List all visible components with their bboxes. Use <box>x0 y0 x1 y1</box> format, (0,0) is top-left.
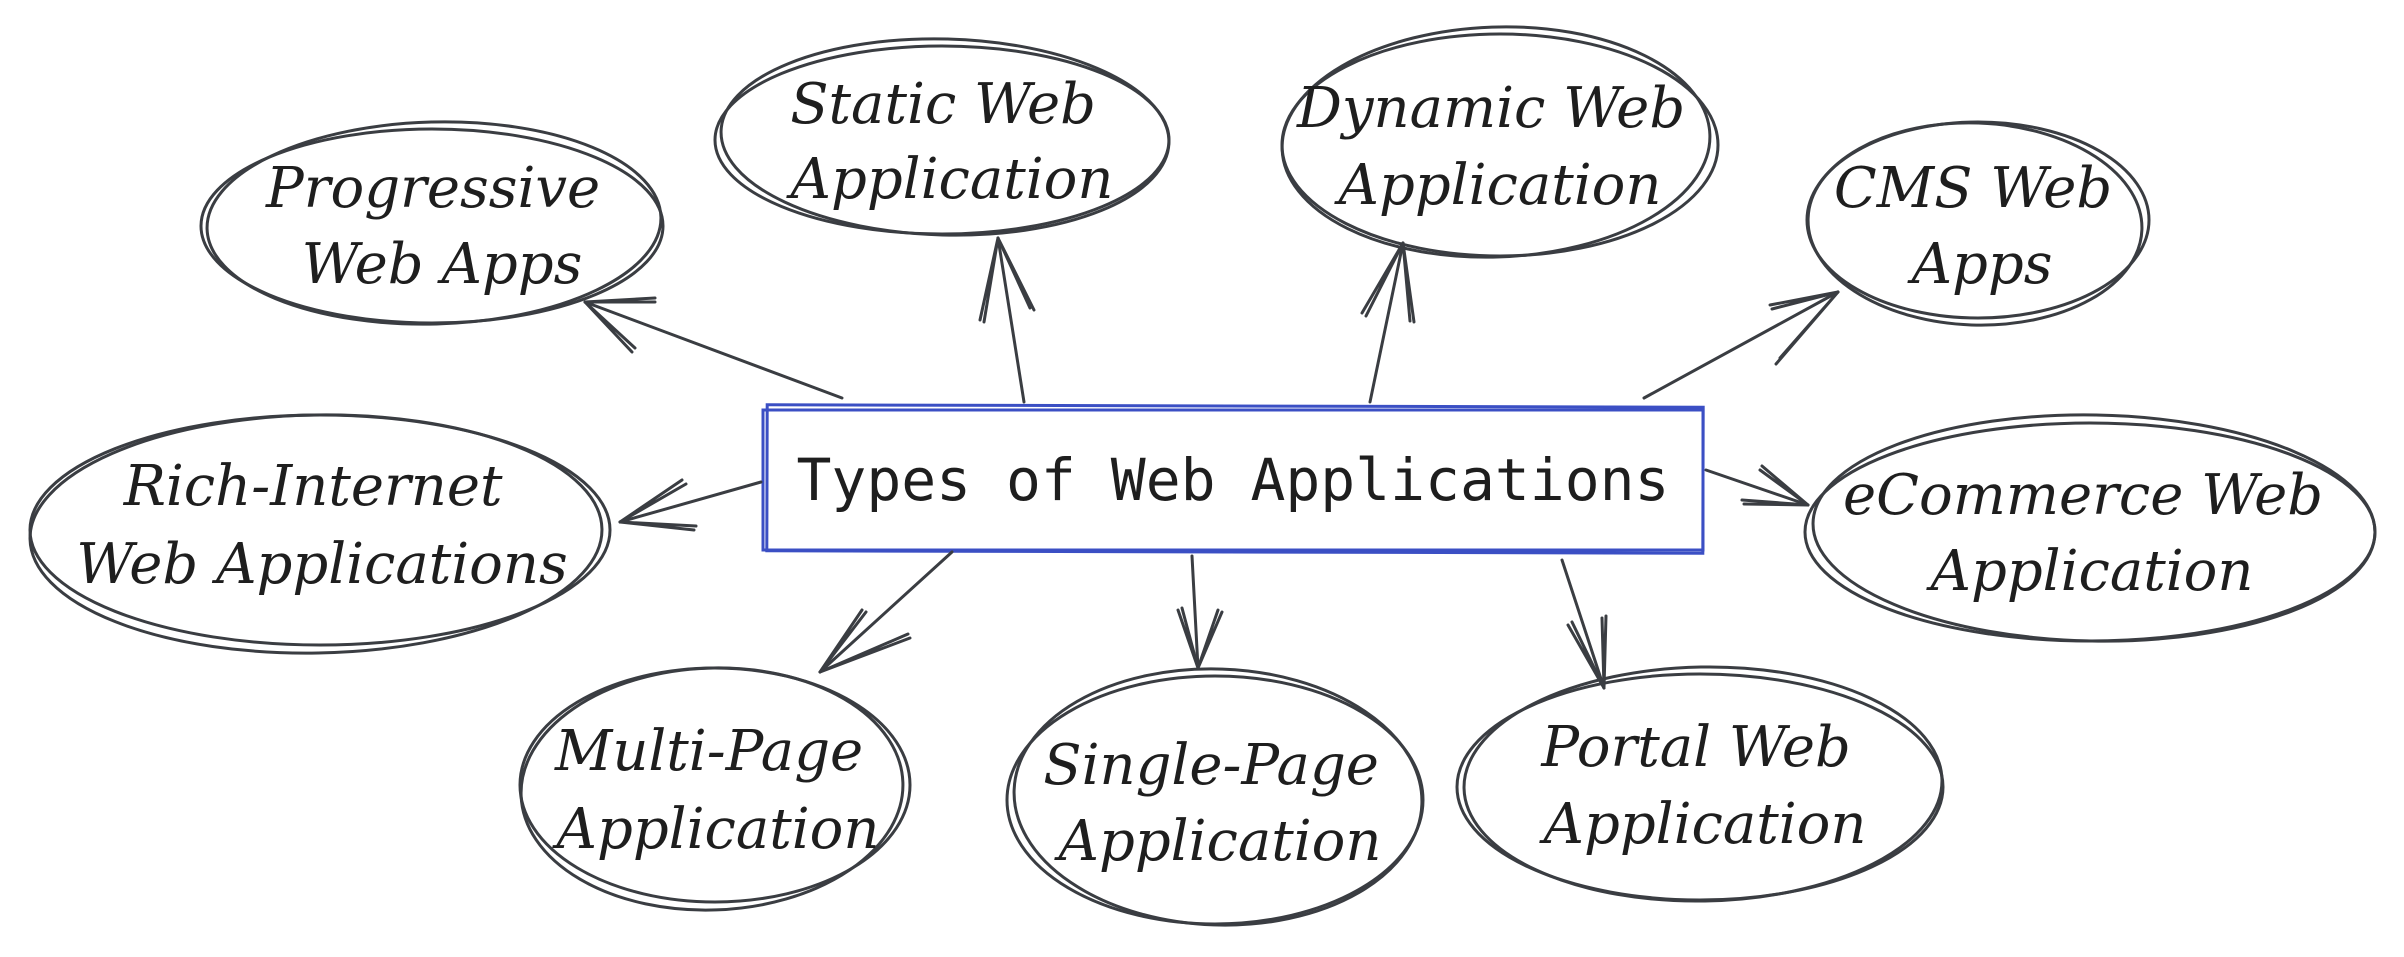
center-node: Types of Web Applications <box>761 403 1705 555</box>
node-progressive-line-1: Progressive <box>265 156 600 221</box>
node-ecommerce-line-2: Application <box>1926 539 2254 604</box>
node-portal-web-application: Portal Web Application <box>1455 665 1945 903</box>
arrow-to-ecommerce <box>1704 464 1810 507</box>
node-rich-internet-line-1: Rich-Internet <box>123 454 503 519</box>
arrow-to-single-page <box>1176 554 1224 670</box>
arrow-to-cms <box>1642 290 1840 400</box>
node-dynamic-line-2: Application <box>1334 153 1662 218</box>
node-single-page-line-1: Single-Page <box>1043 733 1379 798</box>
svg-text:Rich-Internet Web Applic: Rich-Internet Web Applications <box>76 454 567 597</box>
node-progressive-line-2: Web Apps <box>302 232 583 297</box>
arrow-to-static <box>978 236 1036 404</box>
node-ecommerce-line-1: eCommerce Web <box>1843 463 2323 528</box>
node-ecommerce-web-application: eCommerce Web Application <box>1803 413 2377 643</box>
center-node-label: Types of Web Applications <box>797 446 1670 514</box>
svg-text:Multi-Page Application: Multi-Page Application <box>552 719 881 862</box>
node-progressive-web-apps: Progressive Web Apps <box>199 120 665 326</box>
node-dynamic-line-1: Dynamic Web <box>1296 76 1685 141</box>
svg-text:Dynamic Web Application: Dynamic Web Application <box>1296 76 1703 218</box>
svg-text:CMS Web Apps: CMS Web Apps <box>1834 156 2130 297</box>
node-multi-page-line-2: Application <box>552 797 880 862</box>
node-dynamic-web-application: Dynamic Web Application <box>1280 25 1720 259</box>
svg-text:Portal Web Application: Portal Web Application <box>1539 715 1869 857</box>
node-single-page-application: Single-Page Application <box>1005 667 1425 927</box>
arrow-to-portal <box>1560 558 1608 690</box>
node-single-page-line-2: Application <box>1054 809 1382 874</box>
svg-text:Progressive Web Apps: Progressive Web Apps <box>265 156 618 297</box>
node-portal-line-2: Application <box>1539 792 1867 857</box>
arrow-to-rich-internet <box>618 478 763 532</box>
svg-text:Static Web Application: Static Web Application <box>786 72 1114 212</box>
node-multi-page-application: Multi-Page Application <box>518 666 912 912</box>
arrow-to-multi-page <box>818 550 954 674</box>
node-rich-internet-line-2: Web Applications <box>76 532 567 597</box>
node-cms-web-apps: CMS Web Apps <box>1805 120 2151 327</box>
node-static-line-1: Static Web <box>790 72 1096 137</box>
node-rich-internet-web-applications: Rich-Internet Web Applications <box>28 413 612 655</box>
node-cms-line-1: CMS Web <box>1834 156 2112 221</box>
svg-text:Single-Page Application: Single-Page Application <box>1043 733 1397 874</box>
node-portal-line-1: Portal Web <box>1540 715 1850 780</box>
arrow-to-progressive <box>583 296 844 400</box>
svg-text:eCommerce Web Applicatio: eCommerce Web Application <box>1843 463 2341 604</box>
node-static-line-2: Application <box>786 147 1114 212</box>
arrow-to-dynamic <box>1360 241 1416 404</box>
node-multi-page-line-1: Multi-Page <box>554 719 863 784</box>
node-cms-line-2: Apps <box>1907 232 2053 297</box>
node-static-web-application: Static Web Application <box>713 37 1171 237</box>
